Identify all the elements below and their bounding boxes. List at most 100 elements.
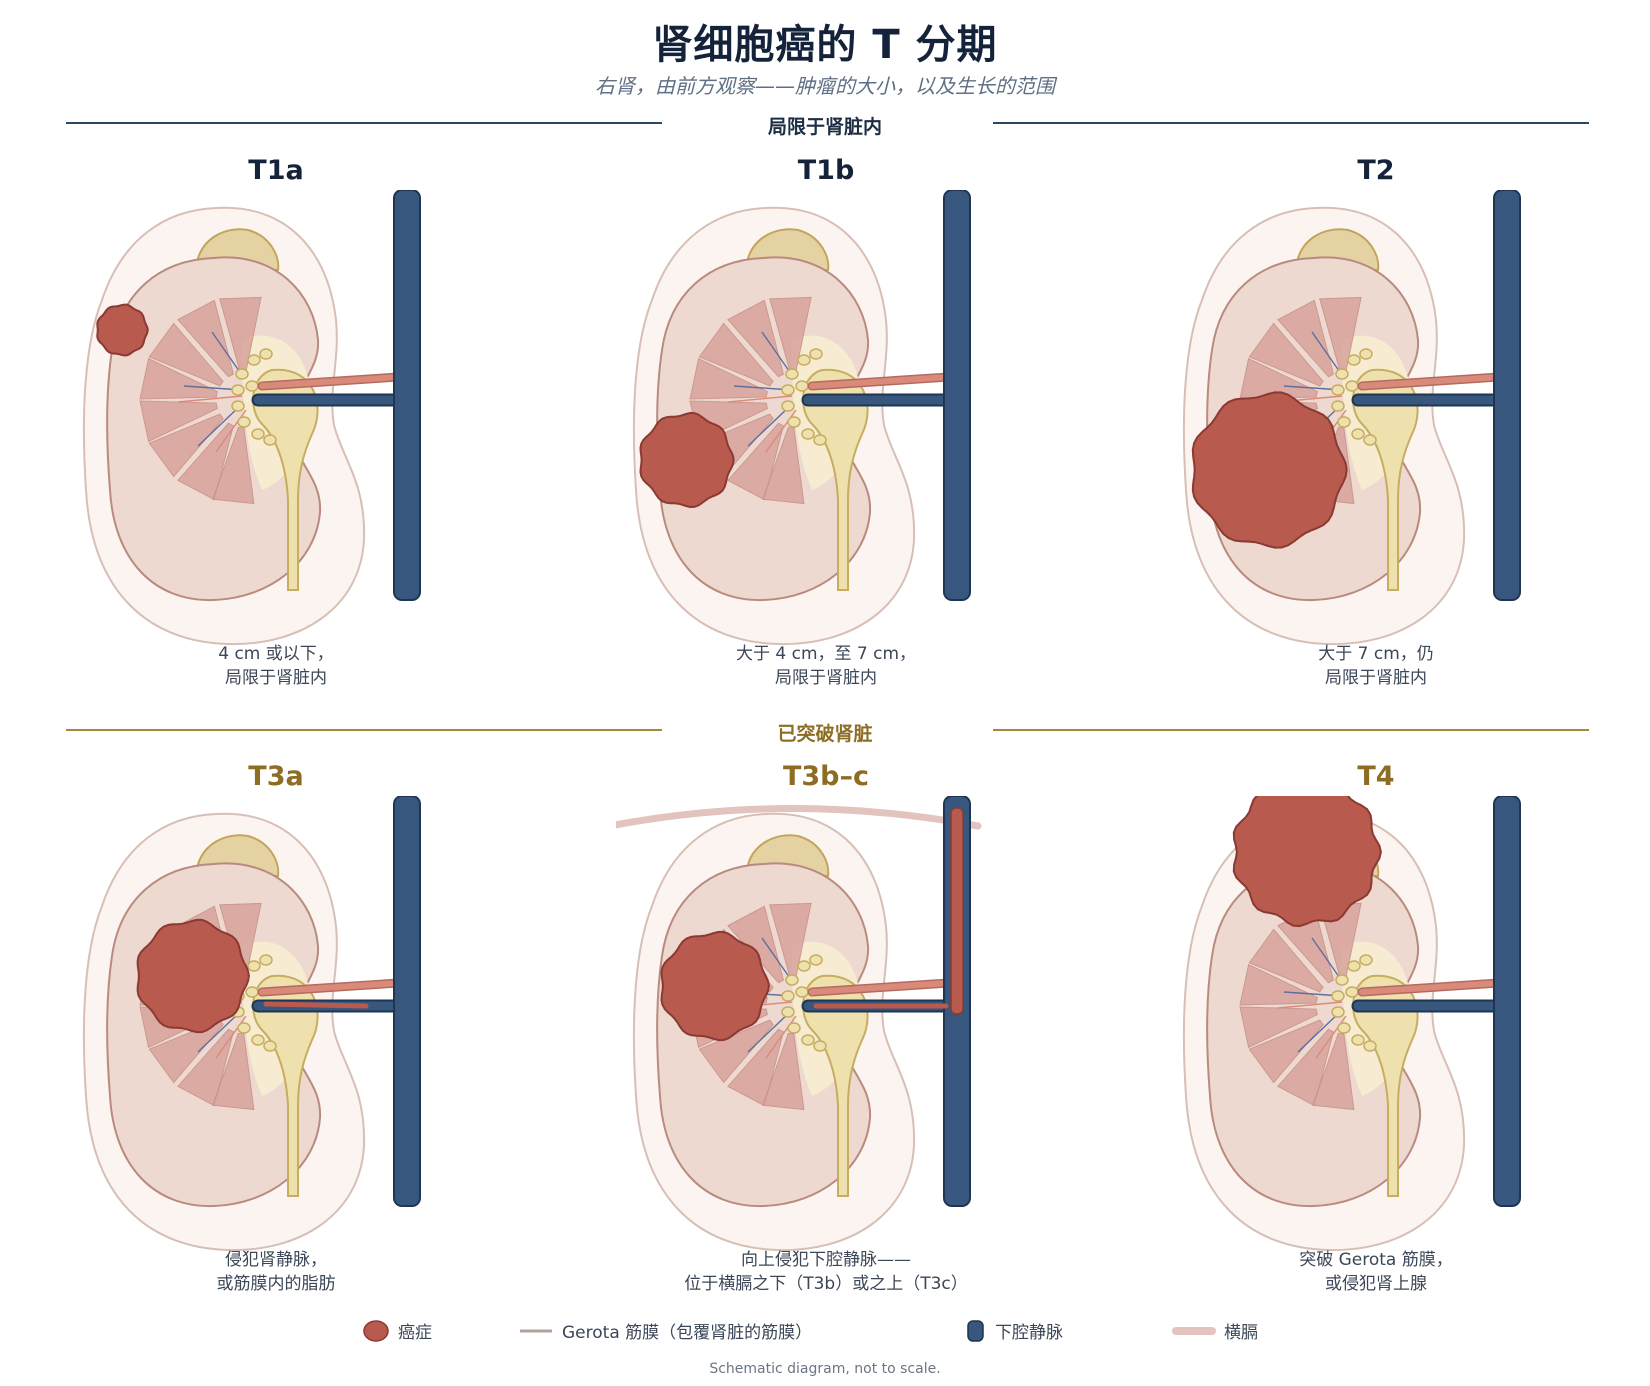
calyx (809, 348, 823, 360)
calyx (1335, 974, 1349, 986)
renal-pyramid (727, 1028, 784, 1107)
calyx (1331, 400, 1345, 412)
renal-pyramid (139, 400, 218, 443)
calyx (1351, 428, 1365, 440)
stage-title-t2: T2 (1357, 155, 1395, 186)
renal-artery (259, 979, 417, 995)
section-divider-right (993, 122, 1589, 124)
footnote: Schematic diagram, not to scale. (709, 1361, 941, 1377)
calyx (235, 368, 249, 380)
legend-item-cancer: 癌症 (362, 1318, 432, 1343)
t3bc-kidney-illustration (616, 796, 982, 1252)
renal-artery (259, 373, 417, 389)
calyx (1347, 354, 1361, 366)
calyx (781, 384, 795, 396)
calyx (1337, 416, 1351, 428)
stage-title-t1a: T1a (248, 155, 304, 186)
calyx (251, 428, 265, 440)
calyx (1359, 954, 1373, 966)
renal-pyramid (212, 426, 255, 505)
renal-pyramid (1248, 1019, 1324, 1084)
diaphragm-line-icon (1172, 1326, 1216, 1335)
calyx (785, 368, 799, 380)
calyx (247, 354, 261, 366)
renal-pyramid (698, 1019, 774, 1084)
renal-pyramid (762, 1032, 805, 1111)
calyx (1345, 380, 1359, 392)
renal-pyramid (148, 322, 224, 387)
fascia-line-icon (520, 1329, 552, 1332)
renal-pyramid (698, 322, 774, 387)
caption-line: 4 cm 或以下， (218, 644, 334, 664)
calyx (781, 1006, 795, 1018)
legend-label: 癌症 (398, 1323, 432, 1343)
caption-line: 或筋膜内的脂肪 (216, 1274, 336, 1294)
stage-title-t4: T4 (1357, 761, 1395, 792)
stage-title-t3a: T3a (248, 761, 304, 792)
section-divider-left (66, 729, 662, 731)
renal-pyramid (762, 426, 805, 505)
tumor (1232, 796, 1382, 928)
tumor (136, 918, 250, 1034)
inferior-vena-cava (393, 796, 421, 1207)
t2-kidney-illustration (1182, 190, 1521, 646)
page-subtitle: 右肾，由前方观察——肿瘤的大小，以及生长的范围 (595, 74, 1055, 98)
caption-line: 局限于肾脏内 (225, 668, 327, 688)
calyx (1331, 384, 1345, 396)
inferior-vena-cava (943, 190, 971, 601)
renal-pyramid (1248, 928, 1324, 993)
tumor-swatch-icon (363, 1319, 389, 1342)
calyx (809, 954, 823, 966)
caption-t4: 突破 Gerota 筋膜， 或侵犯肾上腺 (1156, 1248, 1596, 1296)
calyx (801, 1034, 815, 1046)
ivc-tumor-thrombus (950, 807, 964, 1015)
renal-artery (1359, 979, 1517, 995)
caption-line: 局限于肾脏内 (1325, 668, 1427, 688)
tumor (96, 303, 149, 357)
renal-pyramid (727, 422, 784, 501)
calyx (237, 1022, 251, 1034)
renal-pyramid (177, 299, 234, 378)
caption-line: 或侵犯肾上腺 (1325, 1274, 1427, 1294)
calyx (237, 416, 251, 428)
renal-pyramid (212, 1032, 255, 1111)
renal-pyramid (1277, 1028, 1334, 1107)
section-label-confined: 局限于肾脏内 (767, 116, 882, 138)
renal-pyramid (139, 357, 218, 400)
tumor-thrombus (263, 1001, 369, 1009)
calyx (259, 348, 273, 360)
tumor (639, 411, 735, 509)
legend-item-ivc: 下腔静脉 (965, 1318, 1063, 1343)
calyx (795, 380, 809, 392)
calyx (795, 986, 809, 998)
ivc-swatch-icon (967, 1319, 984, 1342)
t4-kidney-illustration (1182, 796, 1521, 1252)
calyx (251, 1034, 265, 1046)
legend-item-diaphragm: 横膈 (1172, 1318, 1258, 1343)
calyx (263, 434, 277, 446)
renal-pyramid (727, 299, 784, 378)
legend-item-gerota: Gerota 筋膜（包覆肾脏的筋膜） (518, 1318, 812, 1343)
stage-title-t1b: T1b (797, 155, 855, 186)
calyx (781, 400, 795, 412)
inferior-vena-cava (1493, 190, 1521, 601)
tumor (1191, 391, 1348, 549)
calyx (259, 954, 273, 966)
calyx (1335, 368, 1349, 380)
caption-t3a: 侵犯肾静脉， 或筋膜内的脂肪 (56, 1248, 496, 1296)
section-divider-left (66, 122, 662, 124)
renal-pyramid (1239, 1006, 1318, 1049)
stage-title-t3bc: T3b–c (782, 761, 870, 792)
caption-line: 局限于肾脏内 (775, 668, 877, 688)
calyx (231, 384, 245, 396)
caption-line: 大于 4 cm，至 7 cm， (735, 644, 917, 664)
caption-line: 向上侵犯下腔静脉—— (741, 1250, 911, 1270)
calyx (1351, 1034, 1365, 1046)
renal-artery (809, 979, 967, 995)
calyx (813, 434, 827, 446)
calyx (247, 960, 261, 972)
calyx (787, 416, 801, 428)
legend-label: 下腔静脉 (995, 1323, 1063, 1343)
calyx (797, 960, 811, 972)
caption-line: 大于 7 cm，仍 (1318, 644, 1434, 664)
